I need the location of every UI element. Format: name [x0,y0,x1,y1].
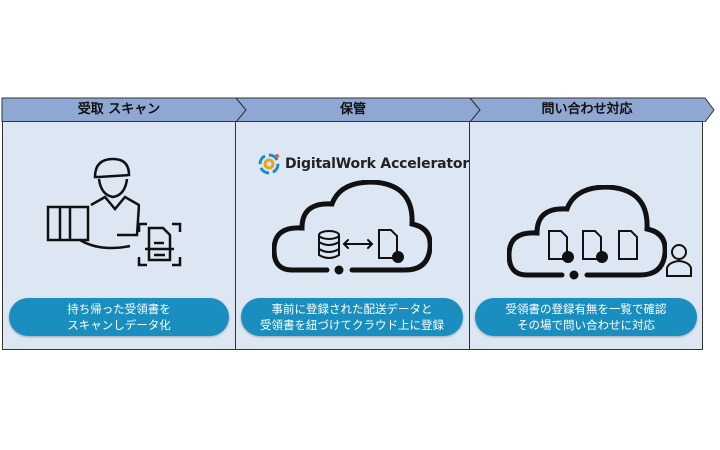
description-receive-scan: 持ち帰った受領書を スキャンしデータ化 [9,298,229,336]
cloud-storage-icon [272,180,432,275]
logo-text: DigitalWork Accelerator [285,156,470,172]
logo-mark-icon [258,153,280,175]
cloud-documents-icon [507,185,667,280]
description-line: 持ち帰った受領書を [67,302,171,316]
description-line: 事前に登録された配送データと [271,302,433,316]
description-line: その場で問い合わせに対応 [517,318,655,332]
description-line: スキャンしデータ化 [67,318,171,332]
step-title-inquiry: 問い合わせ対応 [541,102,633,117]
operator-person-icon [666,244,692,277]
header-band [1,97,715,122]
delivery-person-icon [46,157,140,250]
step-title-storage: 保管 [339,102,366,117]
description-storage: 事前に登録された配送データと 受領書を紐づけてクラウド上に登録 [241,298,463,336]
scan-document-icon [137,222,182,267]
step-title-receive-scan: 受取 スキャン [77,102,161,117]
digitalwork-accelerator-logo: DigitalWork Accelerator [257,152,469,176]
description-line: 受領書の登録有無を一覧で確認 [505,302,667,316]
description-inquiry: 受領書の登録有無を一覧で確認 その場で問い合わせに対応 [475,298,697,336]
description-line: 受領書を紐づけてクラウド上に登録 [260,318,444,332]
